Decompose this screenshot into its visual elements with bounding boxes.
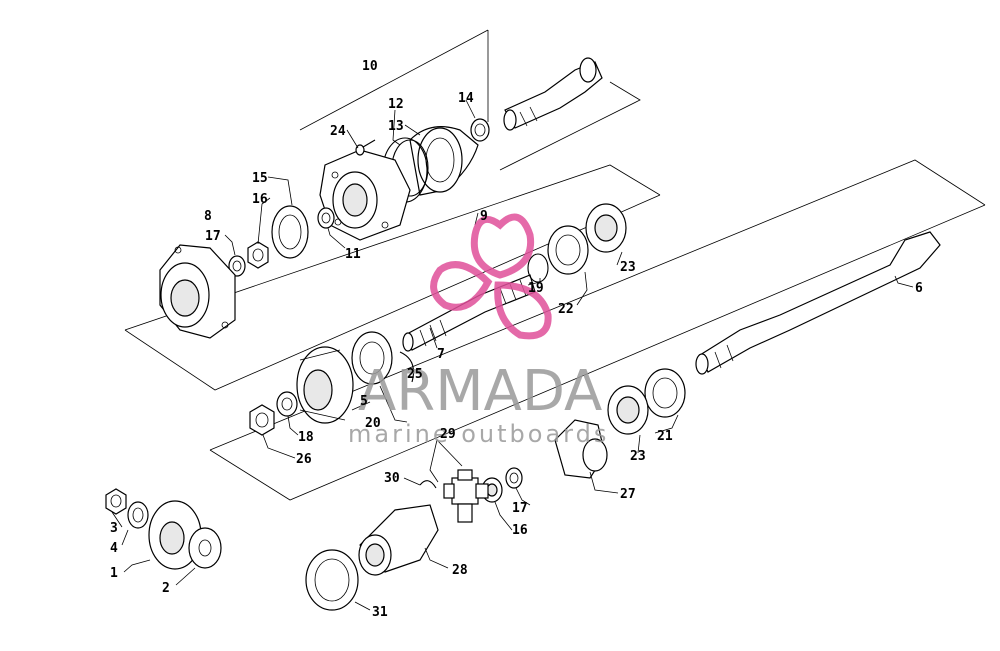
callout-24: 24	[330, 124, 346, 139]
watermark-tagline: marine outboards	[348, 420, 609, 448]
boot-31	[305, 549, 359, 611]
callout-16-upper: 16	[252, 192, 268, 207]
washer-4	[127, 501, 149, 529]
callout-9: 9	[480, 209, 488, 224]
callout-6: 6	[915, 281, 923, 296]
nut-16-upper	[247, 241, 269, 269]
boot-13	[409, 126, 479, 196]
callout-11: 11	[345, 247, 361, 262]
callout-12: 12	[388, 97, 404, 112]
clip-30	[419, 480, 437, 489]
shaft-upper	[503, 57, 603, 131]
callout-20: 20	[365, 416, 381, 431]
callout-31: 31	[372, 605, 388, 620]
washer-17-lower	[505, 467, 523, 489]
callout-17-upper: 17	[205, 229, 221, 244]
clamp-14	[470, 118, 490, 142]
callout-28: 28	[452, 563, 468, 578]
watermark-brand: ARMADA	[358, 359, 602, 424]
bolt-24	[355, 139, 376, 156]
callout-3: 3	[110, 521, 118, 536]
callout-1: 1	[110, 566, 118, 581]
callout-4: 4	[110, 541, 118, 556]
washer-17-upper	[228, 255, 246, 277]
group-box-9	[124, 164, 661, 391]
seal-23-lower	[607, 385, 649, 435]
callout-14: 14	[458, 91, 474, 106]
callout-29: 29	[440, 427, 456, 442]
bevel-gear-5	[296, 346, 354, 424]
leader-lines	[111, 99, 914, 611]
ring-19	[527, 253, 549, 283]
callout-labels: 10 12 13 14 24 15 16 8 17 11 9 19 22 23 …	[110, 59, 923, 620]
callout-17-lower: 17	[512, 501, 528, 516]
group-box-10	[299, 29, 641, 171]
bearing-21	[644, 368, 686, 418]
hub-housing	[319, 149, 411, 241]
callout-8: 8	[204, 209, 212, 224]
callout-25: 25	[407, 367, 423, 382]
seal-23-upper	[585, 203, 627, 253]
callout-23-upper: 23	[620, 260, 636, 275]
callout-30: 30	[384, 471, 400, 486]
callout-10: 10	[362, 59, 378, 74]
bearing-20	[351, 331, 393, 385]
callout-19: 19	[528, 281, 544, 296]
gear-1	[148, 500, 202, 570]
callout-23-lower: 23	[630, 449, 646, 464]
watermark: ARMADA marine outboards	[348, 213, 609, 448]
callout-5: 5	[360, 394, 368, 409]
callout-27: 27	[620, 487, 636, 502]
callout-13: 13	[388, 119, 404, 134]
callout-18: 18	[298, 430, 314, 445]
u-joint-cross-29	[443, 469, 489, 523]
washer-18	[276, 391, 298, 417]
propeller-logo	[430, 213, 552, 340]
bearing-22	[547, 225, 589, 275]
callout-7: 7	[437, 347, 445, 362]
callout-15: 15	[252, 171, 268, 186]
yoke-28	[358, 504, 439, 576]
oring-11	[317, 207, 335, 229]
washer-2	[188, 527, 222, 569]
shaft-6	[695, 231, 941, 375]
callout-16-lower: 16	[512, 523, 528, 538]
callout-2: 2	[162, 581, 170, 596]
flange-8	[159, 244, 236, 339]
group-box-6	[209, 159, 986, 501]
callout-22: 22	[558, 302, 574, 317]
callout-26: 26	[296, 452, 312, 467]
nut-3	[105, 488, 127, 515]
seal-15	[271, 205, 309, 259]
callout-21: 21	[657, 429, 673, 444]
snap-ring-25	[399, 351, 415, 383]
yoke-27	[554, 419, 608, 479]
nut-26	[249, 404, 275, 436]
